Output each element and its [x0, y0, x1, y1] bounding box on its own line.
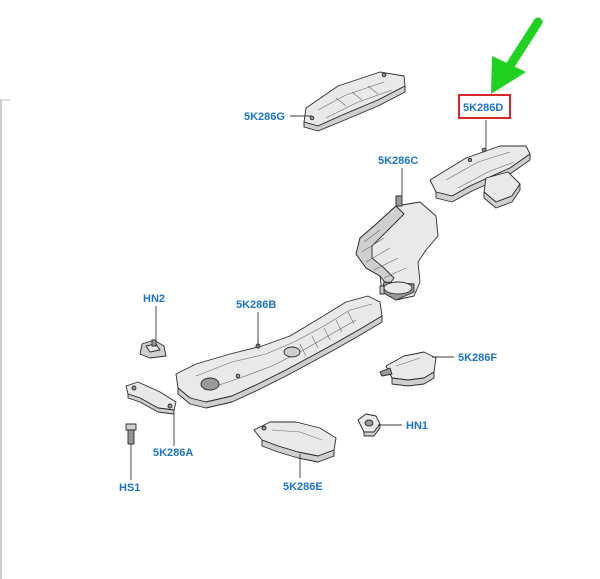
heat-shield-5K286G[interactable]	[303, 71, 406, 132]
leader-lines	[130, 115, 487, 480]
label-5K286E: 5K286E	[283, 481, 323, 493]
hn2-nut[interactable]	[139, 339, 167, 359]
label-5K286A: 5K286A	[153, 447, 193, 459]
label-5K286B: 5K286B	[236, 299, 276, 311]
label-HS1: HS1	[119, 482, 140, 494]
hn1-hex-nut[interactable]	[357, 413, 381, 437]
highlight-box-5K286D	[458, 94, 511, 119]
label-5K286F: 5K286F	[458, 352, 497, 364]
label-5K286C: 5K286C	[378, 155, 418, 167]
label-HN2: HN2	[143, 293, 165, 305]
heat-shield-5K286E[interactable]	[253, 421, 337, 463]
heat-shield-5K286F[interactable]	[379, 351, 437, 387]
green-arrow-icon	[491, 17, 543, 94]
label-HN1: HN1	[406, 420, 428, 432]
heat-shield-5K286D[interactable]	[429, 145, 531, 209]
label-5K286D: 5K286D	[463, 102, 503, 114]
bracket-5K286A[interactable]	[125, 381, 177, 415]
heat-shield-5K286B[interactable]	[175, 295, 383, 409]
hs1-bolt[interactable]	[125, 423, 137, 445]
label-5K286G: 5K286G	[244, 111, 285, 123]
pipe-shield-5K286C[interactable]	[355, 195, 439, 301]
